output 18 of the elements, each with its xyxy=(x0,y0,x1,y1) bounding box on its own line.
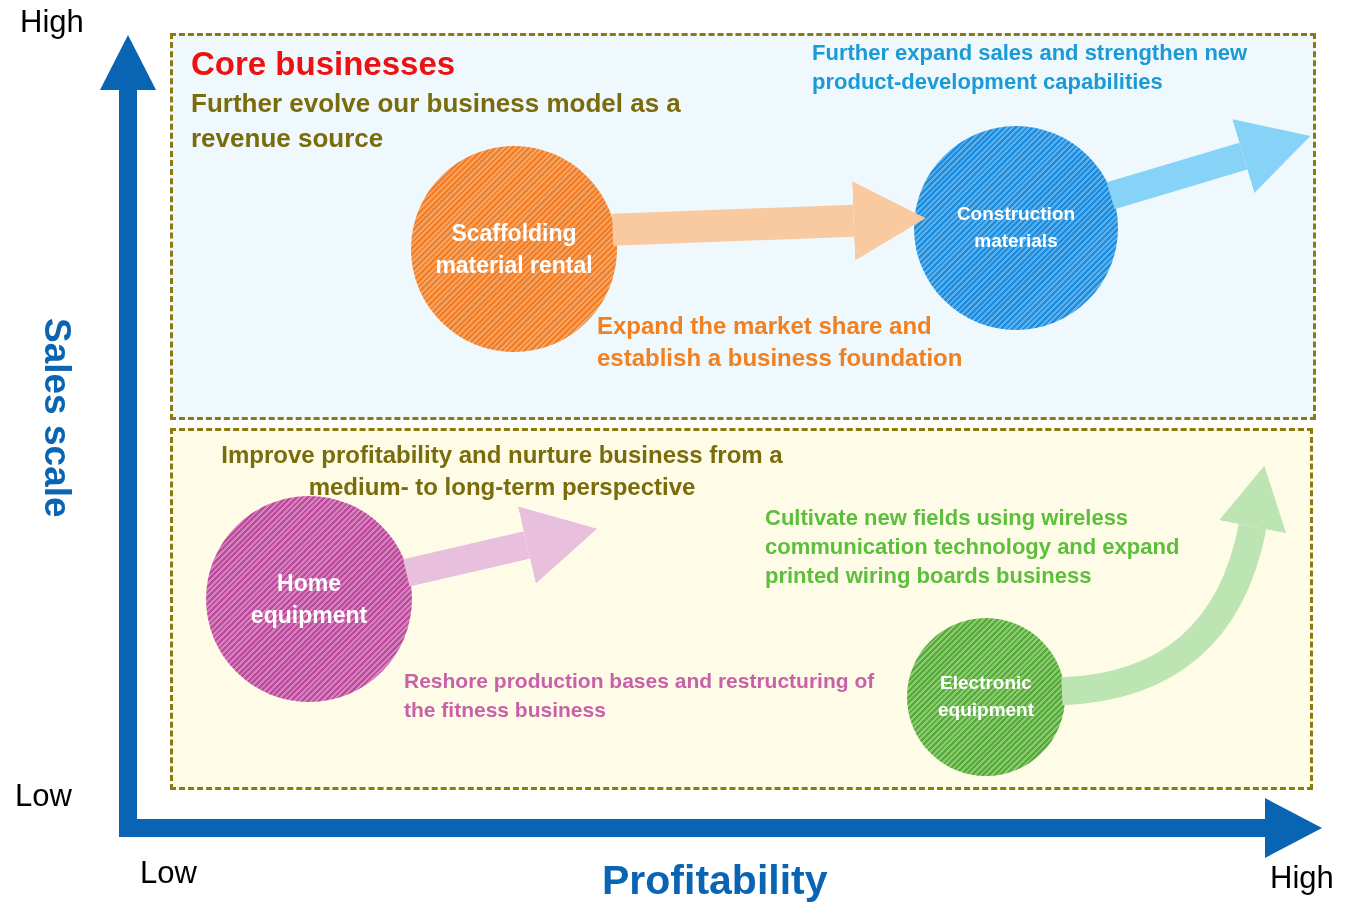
strategy-note: Expand the market share and establish a business foundation xyxy=(597,311,964,373)
strategy-note: Cultivate new fields using wireless communication technology and expand printed wiring boards business xyxy=(765,504,1181,590)
strategy-note: Further expand sales and strengthen new product-development capabilities xyxy=(812,39,1249,96)
block-arrow xyxy=(403,506,598,587)
block-arrow xyxy=(612,181,926,261)
quadrant-band xyxy=(170,428,1313,790)
axis-title: Profitability xyxy=(602,856,828,904)
axis-level-label: High xyxy=(20,4,84,40)
quadrant-band xyxy=(170,33,1316,420)
axis-level-label: Low xyxy=(140,855,197,891)
business-circle: Electronic equipment xyxy=(907,618,1065,776)
axis-level-label: Low xyxy=(15,778,72,814)
block-arrow xyxy=(1106,119,1311,210)
band-heading: Core businesses xyxy=(191,44,457,84)
block-arrow xyxy=(1060,466,1286,706)
axis-level-label: High xyxy=(1270,860,1334,896)
band-text: Further evolve our business model as a revenue source xyxy=(191,87,682,155)
axis-title: Sales scale xyxy=(36,318,79,520)
